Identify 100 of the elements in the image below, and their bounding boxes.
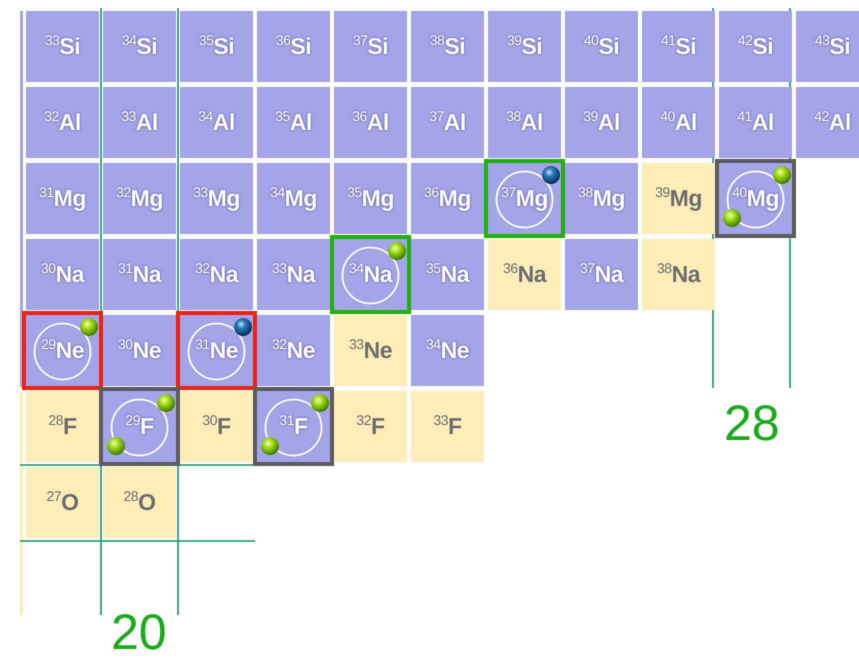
nuclide-cell bbox=[411, 239, 484, 310]
nuclide-label: $^{31}$Na bbox=[118, 261, 161, 288]
nuclide-label: $^{41}$Al bbox=[737, 109, 774, 136]
nuclide-label: $^{39}$Al bbox=[583, 109, 620, 136]
nuclide-label: $^{32}$Na bbox=[195, 261, 238, 288]
nuclide-label: $^{42}$Si bbox=[738, 33, 774, 60]
nuclide-label: $^{33}$F bbox=[433, 413, 462, 440]
nuclide-label: $^{39}$Mg bbox=[655, 185, 702, 212]
nuclide-label: $^{33}$Ne bbox=[349, 337, 392, 364]
nuclide-label: $^{36}$Mg bbox=[424, 185, 471, 212]
nuclide-label: $^{33}$Si bbox=[44, 33, 80, 60]
nuclide-cell bbox=[334, 315, 407, 386]
nuclide-label: $^{43}$Si bbox=[814, 33, 850, 60]
magic-number-label: 20 bbox=[111, 607, 167, 657]
nuclide-label: $^{31}$F bbox=[279, 413, 308, 440]
nuclide-cell bbox=[257, 239, 330, 310]
nuclide-cell bbox=[642, 239, 715, 310]
nuclide-cell bbox=[411, 11, 484, 82]
nuclide-label: $^{34}$Mg bbox=[270, 185, 317, 212]
nuclide-cell bbox=[719, 11, 792, 82]
nuclide-label: $^{30}$Ne bbox=[118, 337, 161, 364]
nuclide-label: $^{38}$Al bbox=[506, 109, 543, 136]
nuclide-label: $^{42}$Al bbox=[814, 109, 851, 136]
nuclide-label: $^{29}$F bbox=[125, 413, 154, 440]
nuclide-label: $^{30}$F bbox=[202, 413, 231, 440]
nuclide-label: $^{32}$Mg bbox=[116, 185, 163, 212]
nuclide-label: $^{32}$Ne bbox=[272, 337, 315, 364]
nuclide-label: $^{37}$Al bbox=[429, 109, 466, 136]
nuclide-label: $^{34}$Si bbox=[122, 33, 158, 60]
nuclide-cell bbox=[26, 87, 99, 158]
nuclide-label: $^{33}$Al bbox=[121, 109, 158, 136]
nuclide-cell bbox=[103, 315, 176, 386]
nuclide-cell bbox=[180, 163, 253, 234]
nuclide-cell bbox=[719, 87, 792, 158]
nuclide-cell bbox=[565, 11, 638, 82]
nuclide-cell bbox=[334, 163, 407, 234]
nuclide-label: $^{33}$Mg bbox=[193, 185, 240, 212]
nuclide-cell bbox=[642, 87, 715, 158]
nuclide-cell bbox=[26, 163, 99, 234]
nuclide-label: $^{39}$Si bbox=[506, 33, 542, 60]
nuclide-label: $^{40}$Mg bbox=[732, 185, 779, 212]
nuclide-label: $^{37}$Mg bbox=[501, 185, 548, 212]
nuclide-cell bbox=[334, 11, 407, 82]
nuclide-label: $^{33}$Na bbox=[272, 261, 315, 288]
nuclide-cell bbox=[411, 315, 484, 386]
nuclide-cell bbox=[257, 87, 330, 158]
nuclide-label: $^{34}$Al bbox=[198, 109, 235, 136]
nuclide-cell bbox=[565, 87, 638, 158]
nuclide-cell bbox=[334, 87, 407, 158]
nuclide-cell bbox=[411, 87, 484, 158]
nuclide-label: $^{30}$Na bbox=[41, 261, 84, 288]
nuclide-label: $^{35}$Mg bbox=[347, 185, 394, 212]
nuclide-label: $^{40}$Al bbox=[660, 109, 697, 136]
nuclide-cell bbox=[103, 467, 176, 538]
nuclide-label: $^{35}$Al bbox=[275, 109, 312, 136]
nuclide-cell bbox=[26, 11, 99, 82]
nuclide-cell bbox=[565, 163, 638, 234]
magic-number-label: 28 bbox=[724, 398, 780, 448]
nuclide-cell bbox=[103, 239, 176, 310]
nuclide-cell bbox=[642, 163, 715, 234]
nuclide-cell bbox=[488, 239, 561, 310]
nuclide-cell bbox=[103, 11, 176, 82]
nuclide-cell bbox=[26, 239, 99, 310]
nuclide-cell bbox=[257, 11, 330, 82]
nuclide-label: $^{36}$Na bbox=[503, 261, 546, 288]
nuclide-cell bbox=[334, 391, 407, 462]
nuclide-label: $^{40}$Si bbox=[584, 33, 620, 60]
nuclide-label: $^{34}$Ne bbox=[426, 337, 469, 364]
nuclide-cell bbox=[180, 239, 253, 310]
nuclide-label: $^{38}$Si bbox=[430, 33, 466, 60]
nuclide-label: $^{38}$Mg bbox=[578, 185, 625, 212]
nuclide-label: $^{41}$Si bbox=[660, 33, 696, 60]
nuclide-label: $^{35}$Na bbox=[426, 261, 469, 288]
nuclide-cell bbox=[642, 11, 715, 82]
nuclide-cell bbox=[796, 11, 859, 82]
nuclide-cell bbox=[411, 391, 484, 462]
nuclide-label: $^{34}$Na bbox=[349, 261, 392, 288]
nuclide-label: $^{31}$Ne bbox=[195, 337, 238, 364]
nuclide-label: $^{38}$Na bbox=[657, 261, 700, 288]
nuclide-cell bbox=[180, 11, 253, 82]
nuclide-cell bbox=[488, 87, 561, 158]
nuclide-label: $^{37}$Si bbox=[352, 33, 388, 60]
nuclide-cell bbox=[796, 87, 859, 158]
nuclide-label: $^{37}$Na bbox=[580, 261, 623, 288]
nuclide-label: $^{36}$Si bbox=[276, 33, 312, 60]
nuclide-label: $^{31}$Mg bbox=[39, 185, 86, 212]
nuclide-label: $^{32}$Al bbox=[44, 109, 81, 136]
nuclide-cell bbox=[26, 467, 99, 538]
nuclide-label: $^{28}$F bbox=[48, 413, 77, 440]
nuclide-cell bbox=[180, 391, 253, 462]
nuclide-label: $^{28}$O bbox=[124, 489, 156, 516]
nuclide-cell bbox=[257, 163, 330, 234]
nuclide-cell bbox=[180, 87, 253, 158]
nuclide-cell bbox=[488, 11, 561, 82]
nuclide-cell bbox=[257, 315, 330, 386]
nuclide-cell bbox=[411, 163, 484, 234]
nuclide-cell bbox=[565, 239, 638, 310]
nuclide-label: $^{35}$Si bbox=[198, 33, 234, 60]
nuclide-cell bbox=[26, 391, 99, 462]
nuclide-cell bbox=[103, 87, 176, 158]
